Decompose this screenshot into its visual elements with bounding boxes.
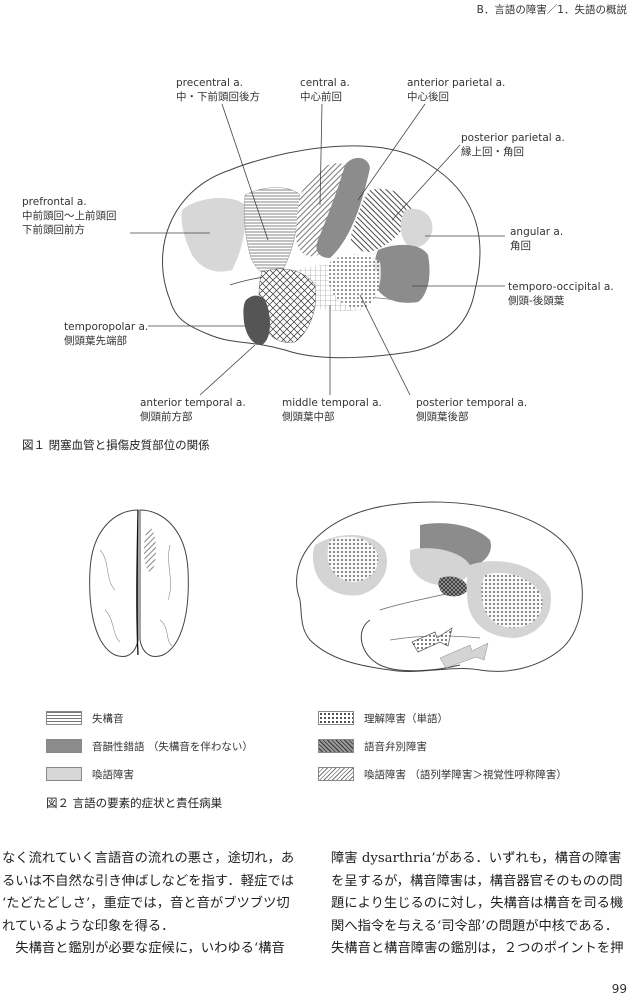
label-posterior-temporal: posterior temporal a.側頭葉後部	[416, 397, 528, 423]
label-temporo-occipital: temporo-occipital a.側頭-後頭葉	[508, 281, 614, 307]
posterior-temporal-region	[327, 254, 381, 309]
body-line: 失構音と構音障害の鑑別は，２つのポイントを押	[331, 941, 624, 957]
label-prefrontal: prefrontal a.中前頭回〜上前頭回下前頭回前方	[22, 196, 117, 236]
angular-region	[400, 208, 433, 248]
label-temporopolar: temporopolar a.側頭葉先端部	[64, 321, 149, 347]
body-line: 障害 dysarthria’がある．いずれも，構音の障害	[331, 851, 622, 866]
swatch-crosshatch	[318, 739, 354, 753]
body-line: 失構音と鑑別が必要な症候に，いわゆる‘構音	[2, 941, 285, 957]
figure-1-caption: 図１ 閉塞血管と損傷皮質部位の関係	[22, 438, 210, 452]
body-text-left-column: なく流れていく言語音の流れの悪さ，途切れ，あ るいは不自然な引き伸ばしなどを指す…	[2, 848, 302, 961]
body-line: 題により生じるのに対し，失構音は構音を司る機	[331, 896, 624, 912]
body-line: 関へ指令を与える‘司令部’の問題が中核である．	[331, 918, 619, 934]
brain-top-view	[89, 509, 189, 657]
swatch-diagonal-lines	[318, 767, 354, 781]
label-central: central a.中心前回	[300, 77, 350, 103]
legend-item-word-retrieval: 喚語障害	[46, 767, 134, 781]
swatch-dots	[318, 711, 354, 725]
swatch-dark-gray	[46, 739, 82, 753]
prefrontal-region	[181, 198, 246, 272]
brain-lateral-view	[296, 501, 583, 672]
body-text-right-column: 障害 dysarthria’がある．いずれも，構音の障害 を呈するが，構音障害は…	[331, 848, 633, 961]
legend-item-word-retrieval-listing: 喚語障害 （語列挙障害＞視覚性呼称障害）	[318, 767, 567, 781]
body-line: るいは不自然な引き伸ばしなどを指す．軽症では	[2, 873, 294, 889]
body-line: を呈するが，構音障害は，構音器官そのものの問	[331, 873, 623, 889]
body-line: れているような印象を得る．	[2, 918, 175, 934]
label-posterior-parietal: posterior parietal a.縁上回・角回	[461, 132, 565, 158]
legend-item-comprehension: 理解障害（単語）	[318, 711, 448, 725]
figure-2-brain-diagrams	[89, 501, 583, 672]
label-anterior-temporal: anterior temporal a.側頭前方部	[140, 397, 246, 423]
swatch-light-gray	[46, 767, 82, 781]
swatch-horizontal-lines	[46, 711, 82, 725]
anterior-parietal-region	[316, 157, 370, 258]
running-header: B．言語の障害／1．失語の概説	[476, 4, 627, 16]
page-number: 99	[611, 982, 627, 996]
temporo-occipital-region	[373, 244, 430, 303]
figure-1-brain-diagram	[130, 103, 505, 396]
central-region	[296, 163, 350, 257]
label-anterior-parietal: anterior parietal a.中心後回	[407, 77, 506, 103]
label-middle-temporal: middle temporal a.側頭葉中部	[282, 397, 382, 423]
legend-item-phonemic-paraphasia: 音韻性錯語 （失構音を伴わない）	[46, 739, 253, 753]
body-line: なく流れていく言語音の流れの悪さ，途切れ，あ	[2, 851, 295, 866]
legend-item-phoneme-discrimination: 語音弁別障害	[318, 739, 427, 753]
temporopolar-region	[243, 295, 270, 345]
legend-item-dysarthria-like: 失構音	[46, 711, 124, 725]
figure-2-caption: 図２ 言語の要素的症状と責任病巣	[46, 796, 223, 810]
label-precentral: precentral a.中・下前頭回後方	[176, 77, 260, 103]
body-line: ‘たどたどしさ’，重症では，音と音がブツブツ切	[2, 896, 290, 912]
label-angular: angular a.角回	[510, 226, 564, 252]
posterior-parietal-region	[350, 188, 412, 252]
